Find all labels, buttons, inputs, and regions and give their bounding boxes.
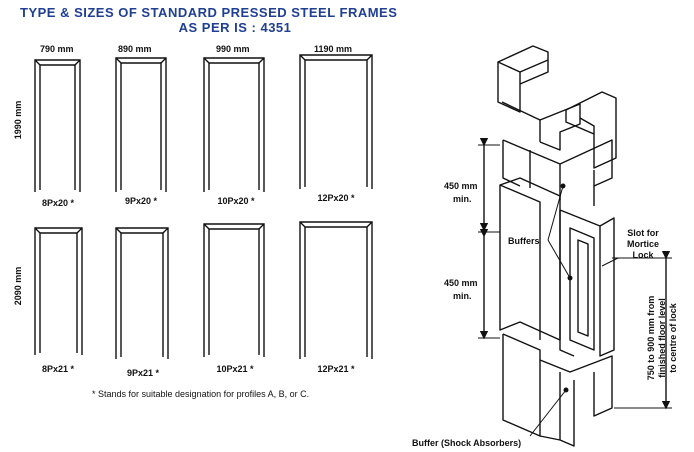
- buffer-dot-upper: [560, 183, 566, 189]
- buffer-dot-bottom: [563, 387, 569, 393]
- slot-label-line3: Lock: [632, 250, 654, 260]
- width-label-790: 790 mm: [40, 44, 74, 54]
- isometric-steel-frame: [478, 45, 672, 447]
- height-label-2090: 2090 mm: [13, 266, 23, 306]
- height-label-1990: 1990 mm: [13, 100, 23, 140]
- width-label-990: 990 mm: [216, 44, 250, 54]
- dim-lower-unit: min.: [453, 291, 472, 301]
- frame-12px21: [299, 221, 373, 359]
- designation-8px20: 8Px20 *: [41, 198, 75, 208]
- buffers-label: Buffers: [508, 236, 540, 246]
- designation-12px21: 12Px21 *: [317, 364, 355, 374]
- frame-8px21: [34, 227, 83, 355]
- frame-10px20: [203, 57, 265, 192]
- bottom-buffer-label: Buffer (Shock Absorbers): [412, 438, 522, 448]
- slot-label-line1: Slot for: [627, 228, 659, 238]
- frame-9px21: [115, 227, 169, 359]
- designation-9px20: 9Px20 *: [124, 196, 158, 206]
- side-dim-line3: to centre of lock: [668, 303, 678, 373]
- frame-9px20: [115, 57, 167, 192]
- frame-8px20: [34, 59, 81, 192]
- designation-10px20: 10Px20 *: [217, 196, 255, 206]
- designation-9px21: 9Px21 *: [126, 368, 160, 378]
- dim-lower-value: 450 mm: [444, 278, 478, 288]
- frame-12px20: [299, 54, 373, 189]
- footnote: * Stands for suitable designation for pr…: [92, 389, 310, 399]
- dim-upper-value: 450 mm: [444, 181, 478, 191]
- buffer-dot-lower: [567, 275, 573, 281]
- frame-10px21: [203, 223, 265, 357]
- dim-upper-unit: min.: [453, 194, 472, 204]
- designation-8px21: 8Px21 *: [41, 364, 75, 374]
- designation-10px21: 10Px21 *: [216, 364, 254, 374]
- side-dim-line1: 750 to 900 mm from: [646, 295, 656, 381]
- designation-12px20: 12Px20 *: [317, 193, 355, 203]
- diagram-title-line2: AS PER IS : 4351: [178, 20, 292, 35]
- slot-label-line2: Mortice: [626, 239, 659, 249]
- width-label-1190: 1190 mm: [314, 44, 353, 54]
- diagram-title-line1: TYPE & SIZES OF STANDARD PRESSED STEEL F…: [20, 5, 398, 20]
- width-label-890: 890 mm: [118, 44, 152, 54]
- side-dim-line2: finished floor level: [657, 298, 667, 378]
